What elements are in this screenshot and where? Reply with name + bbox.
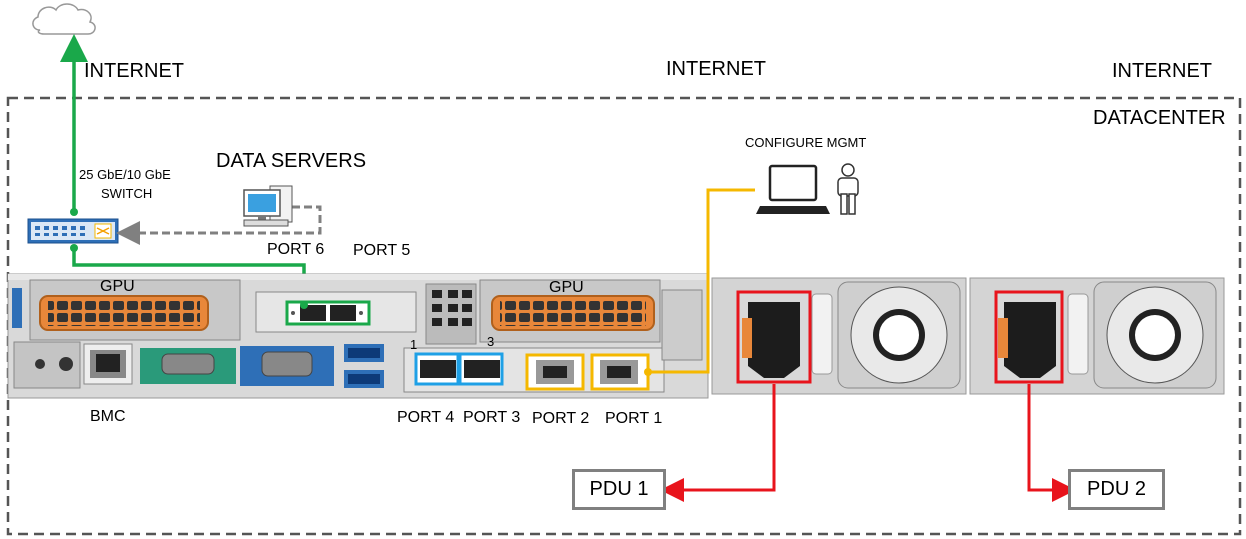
port3-label: PORT 3 <box>463 409 521 426</box>
person-icon <box>837 163 859 215</box>
datacenter-label: DATACENTER <box>1093 107 1226 129</box>
switch-icon <box>27 218 119 244</box>
power-supply-2 <box>969 277 1225 395</box>
port6-label: PORT 6 <box>267 241 325 258</box>
internet-label-left: INTERNET <box>84 60 184 82</box>
internet-label-right: INTERNET <box>1112 60 1212 82</box>
datacenter-boundary <box>6 96 1242 536</box>
laptop-icon <box>756 164 830 214</box>
port2-label: PORT 2 <box>532 410 590 427</box>
switch-speed-label: 25 GbE/10 GbE <box>79 167 171 182</box>
slot3-label: 3 <box>487 334 495 349</box>
slot1-label: 1 <box>410 337 418 352</box>
data-servers-label: DATA SERVERS <box>216 150 367 172</box>
configure-mgmt-label: CONFIGURE MGMT <box>745 135 867 150</box>
port4-label: PORT 4 <box>397 409 455 426</box>
power-cable-1 <box>660 384 776 502</box>
server-chassis <box>7 273 709 399</box>
data-servers-link <box>116 205 322 245</box>
pdu1-box: PDU 1 <box>572 469 666 510</box>
cloud-icon <box>32 3 96 35</box>
desktop-icon <box>243 185 293 227</box>
internet-label-center: INTERNET <box>666 58 766 80</box>
switch-label: SWITCH <box>101 186 153 201</box>
port5-label: PORT 5 <box>353 242 411 259</box>
port1-label: PORT 1 <box>605 410 663 427</box>
mgmt-link <box>648 188 755 374</box>
pdu2-box: PDU 2 <box>1068 469 1165 510</box>
power-supply-1 <box>711 277 967 395</box>
gpu-right-label: GPU <box>549 279 584 296</box>
power-cable-2 <box>1027 384 1076 502</box>
gpu-left-label: GPU <box>100 278 135 295</box>
bmc-label: BMC <box>90 408 126 425</box>
